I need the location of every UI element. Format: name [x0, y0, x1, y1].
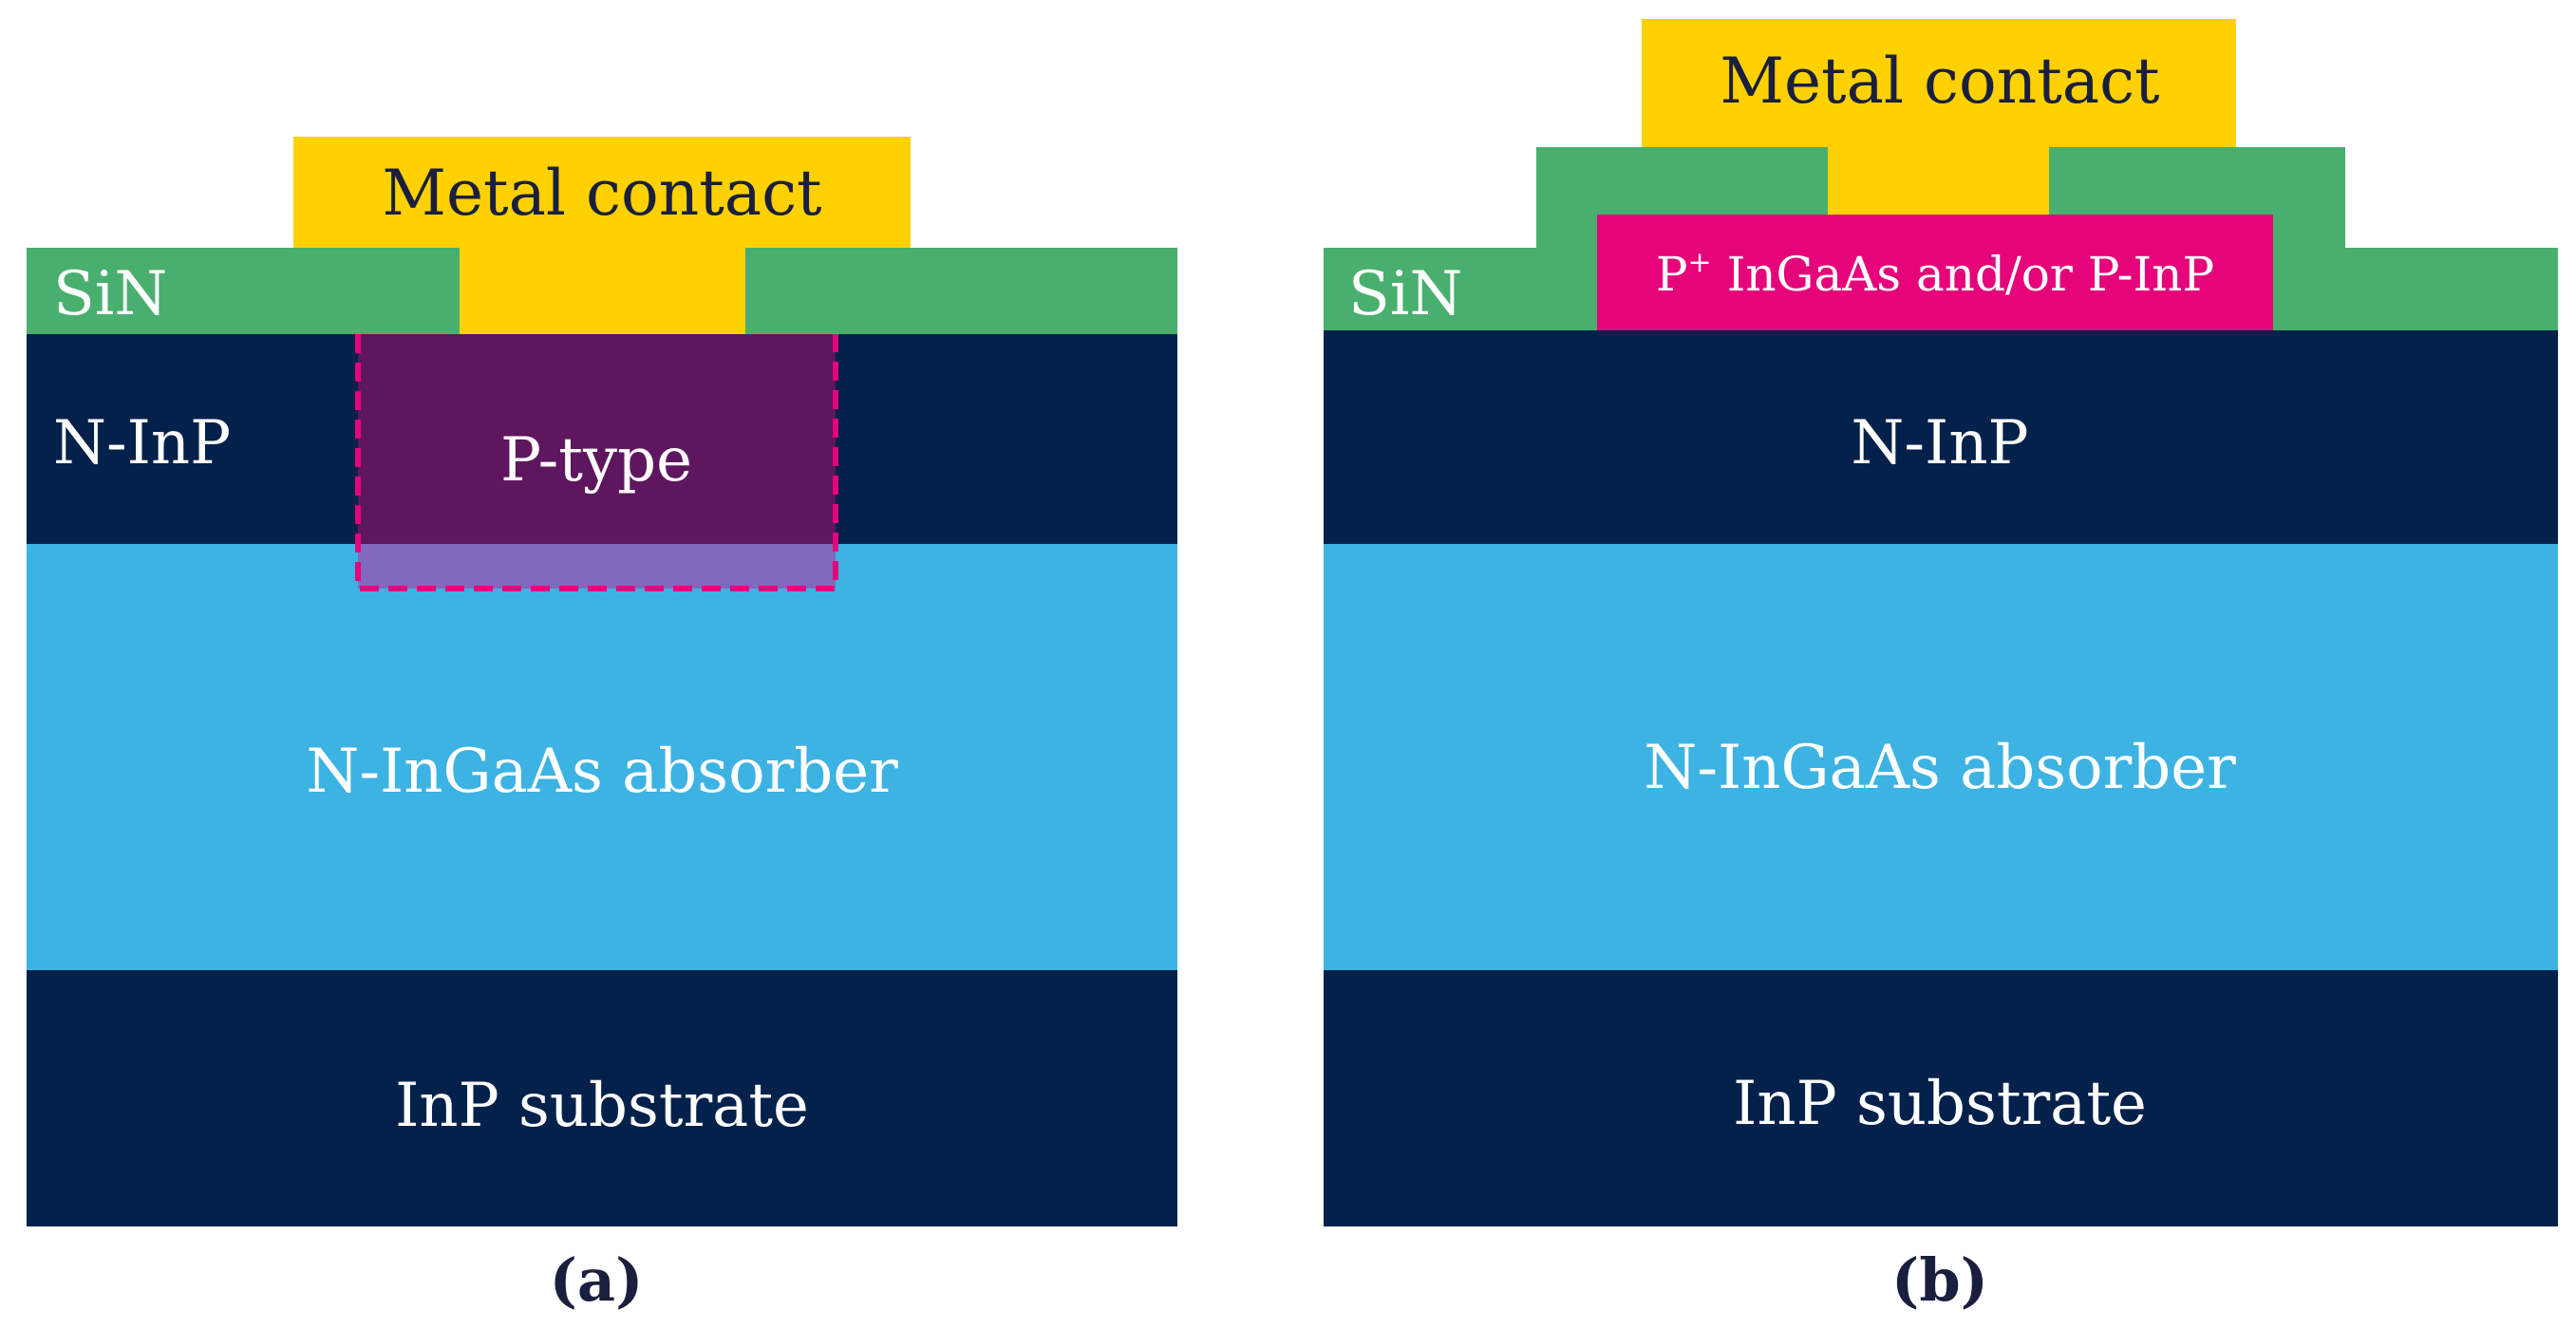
- b-p-plus-superscript: +: [1688, 246, 1712, 279]
- a-metal-contact-via: [460, 248, 745, 334]
- b-absorber-layer: [1324, 544, 2558, 970]
- a-p-type-label: P-type: [500, 425, 692, 496]
- b-metal-contact-label: Metal contact: [1720, 45, 2159, 118]
- a-p-type-overlap: [358, 544, 836, 589]
- a-absorber-label: N-InGaAs absorber: [306, 737, 898, 807]
- b-n-inp-label: N-InP: [1851, 408, 2028, 478]
- b-substrate-label: InP substrate: [1733, 1069, 2147, 1139]
- a-substrate-label: InP substrate: [395, 1071, 809, 1141]
- a-caption: (a): [550, 1245, 644, 1315]
- diagram-b: Metal contact SiN P+ InGaAs and/or P-InP…: [1324, 19, 2558, 1315]
- a-absorber-layer: [27, 544, 1177, 970]
- a-p-type-dashed-border: [355, 334, 838, 591]
- b-p-plus-base: P: [1656, 247, 1688, 302]
- b-caption: (b): [1891, 1245, 1988, 1315]
- a-n-inp-label: N-InP: [53, 408, 231, 478]
- b-p-plus-label: P+ InGaAs and/or P-InP: [1656, 246, 2214, 302]
- b-sin-label: SiN: [1348, 259, 1462, 329]
- a-metal-contact-cap: [293, 137, 911, 248]
- a-sin-label: SiN: [53, 259, 167, 329]
- a-metal-contact-label: Metal contact: [382, 157, 821, 230]
- a-sin-layer-right: [745, 248, 1177, 334]
- b-p-plus-layer: [1597, 215, 2273, 330]
- a-sin-layer-left: [27, 248, 460, 334]
- diagram-a: Metal contact SiN N-InP P-type N-InGaAs …: [27, 137, 1177, 1315]
- b-metal-contact-via: [1828, 147, 2049, 215]
- a-inp-substrate-layer: [27, 970, 1177, 1226]
- b-n-inp-layer: [1324, 330, 2558, 544]
- b-absorber-label: N-InGaAs absorber: [1644, 733, 2236, 803]
- b-p-plus-rest: InGaAs and/or P-InP: [1712, 247, 2214, 302]
- a-p-type-region: [358, 334, 836, 544]
- b-metal-contact-cap: [1642, 19, 2236, 147]
- b-inp-substrate-layer: [1324, 970, 2558, 1226]
